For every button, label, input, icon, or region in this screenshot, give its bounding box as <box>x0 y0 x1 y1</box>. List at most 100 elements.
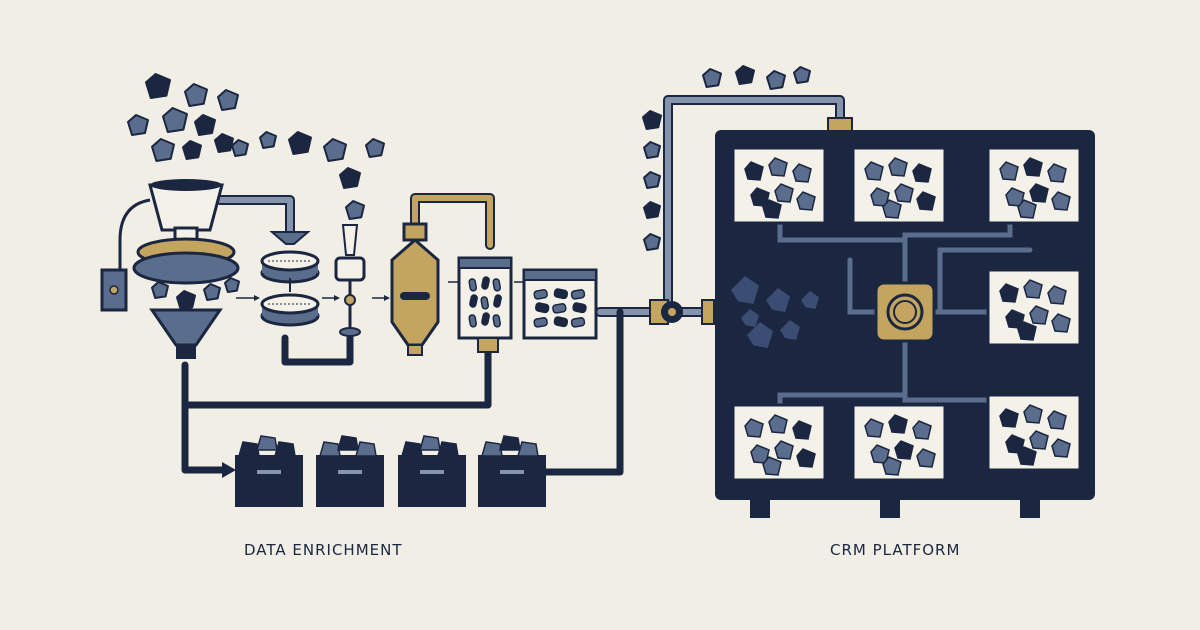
feed-nozzle <box>269 231 311 245</box>
flow-arrow-head <box>334 295 340 301</box>
card-chip <box>864 161 884 181</box>
card-chip <box>916 448 936 468</box>
card-chip <box>870 187 890 207</box>
card-chip <box>1017 199 1037 219</box>
storage-bin <box>235 435 303 507</box>
junction-valve-core <box>668 308 676 316</box>
data-chip <box>345 200 365 220</box>
storage-chip <box>238 441 260 457</box>
hopper-icon <box>100 179 240 359</box>
control-knob <box>109 285 119 295</box>
card-chip <box>1047 285 1067 305</box>
data-chip <box>259 131 277 149</box>
gold-coupling <box>701 299 715 325</box>
flow-arrow-head <box>384 295 390 301</box>
valve-base <box>339 327 361 337</box>
bin-chip <box>572 302 587 314</box>
crm-foot <box>750 496 770 518</box>
crm-platform-panel <box>715 130 1095 518</box>
data-chip <box>793 66 811 84</box>
bin-lid <box>458 257 512 269</box>
data-chip <box>214 133 234 153</box>
card-chip <box>882 456 902 476</box>
storage-chip <box>337 435 359 451</box>
data-chip <box>151 281 169 299</box>
pipe-return <box>181 346 492 409</box>
pipe-return <box>181 361 226 474</box>
card-chip <box>796 448 816 468</box>
card-chip <box>1051 191 1071 211</box>
crm-data-chip <box>780 320 800 340</box>
data-chip <box>224 277 240 293</box>
card-chip <box>912 420 932 440</box>
card-chip <box>1029 183 1049 203</box>
bin-chip <box>481 312 490 326</box>
pipe-return <box>281 334 354 366</box>
storage-bin-handle <box>338 470 362 474</box>
data-card-icon <box>986 146 1082 225</box>
hopper-arm <box>118 198 151 280</box>
data-chip <box>339 167 361 189</box>
card-chip <box>870 444 890 464</box>
bin-lid <box>523 269 597 281</box>
tank-window <box>400 292 430 300</box>
bin-chip <box>570 317 586 328</box>
card-chip <box>999 408 1019 428</box>
storage-chip <box>419 435 441 451</box>
storage-bin-body <box>478 455 546 507</box>
data-chip <box>194 114 216 136</box>
storage-bin-body <box>235 455 303 507</box>
data-chip <box>642 110 662 130</box>
data-chip <box>184 83 208 107</box>
data-chip <box>643 141 661 159</box>
data-chip <box>643 233 661 251</box>
valve-body <box>334 256 366 282</box>
storage-bin-body <box>398 455 466 507</box>
card-chip <box>768 414 788 434</box>
card-chip <box>744 161 764 181</box>
data-chip <box>231 139 249 157</box>
pipe <box>665 97 843 315</box>
card-chip <box>1017 321 1037 341</box>
card-chip <box>1047 163 1067 183</box>
card-chip <box>894 440 914 460</box>
card-chip <box>888 157 908 177</box>
bin-chip <box>570 289 586 300</box>
card-chip <box>894 183 914 203</box>
card-chip <box>796 191 816 211</box>
data-chip <box>643 201 661 219</box>
card-chip <box>744 418 764 438</box>
gold-pipe <box>412 195 493 248</box>
hopper-base <box>132 251 240 285</box>
card-chip <box>912 163 932 183</box>
tank-cap <box>402 222 428 242</box>
pipe-outline <box>215 195 295 237</box>
bin-chip <box>534 302 550 314</box>
card-chip <box>864 418 884 438</box>
card-chip <box>768 157 788 177</box>
card-chip <box>1023 404 1043 424</box>
crm-data-chip <box>747 322 773 348</box>
bin-chip <box>492 314 501 328</box>
lower-funnel-spout <box>176 345 196 359</box>
card-chip <box>1051 313 1071 333</box>
storage-bin <box>316 435 384 507</box>
data-card-icon <box>986 393 1082 472</box>
card-chip <box>1023 279 1043 299</box>
data-chip <box>365 138 385 158</box>
data-chip <box>766 70 786 90</box>
sieve-icon <box>260 250 320 284</box>
pipe-return <box>541 308 624 476</box>
data-chip <box>151 138 175 162</box>
data-chip <box>203 283 221 301</box>
bin-chip <box>468 314 477 328</box>
crm-foot <box>880 496 900 518</box>
card-chip <box>916 191 936 211</box>
crm-data-chip <box>801 291 819 309</box>
storage-bin <box>478 435 546 507</box>
tank-outlet <box>407 344 423 356</box>
data-chip <box>643 171 661 189</box>
bin-chip <box>469 294 478 308</box>
distiller-tank-icon <box>390 222 440 356</box>
data-chip <box>176 290 196 310</box>
